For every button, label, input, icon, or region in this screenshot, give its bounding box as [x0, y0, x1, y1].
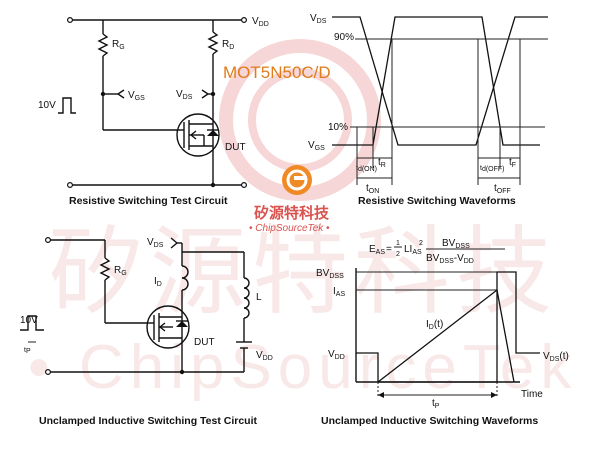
- eas-formula: EAS= 1 2 LIAS 2 BVDSS BVDSS-VDD: [369, 238, 505, 265]
- waveform-tf-label: tF: [509, 157, 516, 169]
- uis-dut-label: DUT: [194, 337, 215, 348]
- uis-vds-curve: [356, 271, 540, 383]
- svg-text:2: 2: [396, 251, 400, 258]
- uis-time-label: Time: [521, 389, 543, 400]
- waveform-tdoff-label: td(OFF): [480, 165, 505, 173]
- uis-vdd-wave-label: VDD: [328, 349, 345, 361]
- waveform-90-label: 90%: [334, 32, 354, 43]
- resistive-vgs-label: VGS: [128, 90, 145, 102]
- waveform-vgs-label: VGS: [308, 140, 325, 152]
- uis-inductor-symbol: [243, 277, 250, 342]
- waveform-tdon-label: td(ON): [356, 165, 377, 173]
- uis-waveforms: EAS= 1 2 LIAS 2 BVDSS BVDSS-VDD BVDSS IA…: [316, 238, 569, 427]
- uis-id-curve: [377, 288, 515, 383]
- resistive-vdd-label: VDD: [252, 16, 269, 28]
- uis-l-label: L: [256, 292, 262, 303]
- resistive-circuit: VDD RG VGS 10V RD VDS: [38, 16, 269, 207]
- watermark-en-text: • ChipSourceTek •: [28, 333, 600, 402]
- brand-overlay: MOT5N50C/D 矽源特科技 • ChipSourceTek •: [223, 63, 331, 234]
- uis-pulse-label: 10V: [20, 315, 38, 326]
- svg-text:2: 2: [419, 240, 423, 247]
- waveform-10-label: 10%: [328, 122, 348, 133]
- resistive-rg-label: RG: [112, 39, 125, 51]
- svg-text:BVDSS: BVDSS: [442, 238, 470, 250]
- resistive-rd-label: RD: [222, 39, 234, 51]
- svg-text:LIAS: LIAS: [404, 244, 422, 256]
- resistive-pulse-label: 10V: [38, 100, 56, 111]
- uis-circuit-caption: Unclamped Inductive Switching Test Circu…: [39, 415, 258, 427]
- uis-mosfet-symbol: [146, 302, 190, 372]
- uis-vdd-label: VDD: [256, 350, 273, 362]
- resistive-vds-label: VDS: [176, 89, 193, 101]
- uis-vdst-label: VDS(t): [543, 351, 569, 363]
- waveform-tr-label: tR: [378, 157, 386, 169]
- uis-rg-label: RG: [114, 265, 127, 277]
- brand-en-text: • ChipSourceTek •: [249, 223, 330, 234]
- uis-id-label: ID: [154, 276, 162, 288]
- svg-text:1: 1: [396, 240, 400, 247]
- waveform-vds-curve: [332, 16, 548, 146]
- uis-tp-label: tP: [24, 347, 31, 355]
- uis-current-probe-icon: [181, 265, 189, 291]
- resistive-dut-label: DUT: [225, 142, 246, 153]
- brand-cn-text: 矽源特科技: [254, 204, 330, 222]
- brand-logo-icon: [282, 165, 312, 195]
- part-number-text: MOT5N50C/D: [223, 63, 331, 82]
- uis-pulse-symbol: [20, 315, 44, 331]
- uis-idt-label: ID(t): [426, 319, 443, 331]
- resistive-waveforms: VDS VGS 90% 10% td(ON) tR td(OFF) tF tON…: [308, 13, 548, 207]
- resistive-circuit-caption: Resistive Switching Test Circuit: [69, 195, 228, 207]
- uis-bvdss-label: BVDSS: [316, 268, 344, 280]
- uis-ias-label: IAS: [333, 286, 345, 298]
- uis-vds-label: VDS: [147, 237, 164, 249]
- waveform-vgs-curve: [357, 16, 540, 146]
- waveform-toff-label: tOFF: [494, 183, 511, 195]
- resistive-waveforms-caption: Resistive Switching Waveforms: [358, 195, 516, 207]
- uis-circuit: VDS RG ID L VDD: [20, 237, 273, 427]
- svg-text:EAS=: EAS=: [369, 244, 392, 256]
- uis-battery-symbol: [236, 341, 252, 372]
- uis-waveforms-caption: Unclamped Inductive Switching Waveforms: [321, 415, 538, 427]
- resistive-mosfet-symbol: [176, 110, 220, 185]
- waveform-ton-label: tON: [366, 183, 379, 195]
- resistive-pulse-symbol: [58, 97, 76, 114]
- waveform-vds-label: VDS: [310, 13, 327, 25]
- uis-tp-wave-label: tP: [432, 398, 440, 410]
- svg-text:BVDSS-VDD: BVDSS-VDD: [426, 253, 474, 265]
